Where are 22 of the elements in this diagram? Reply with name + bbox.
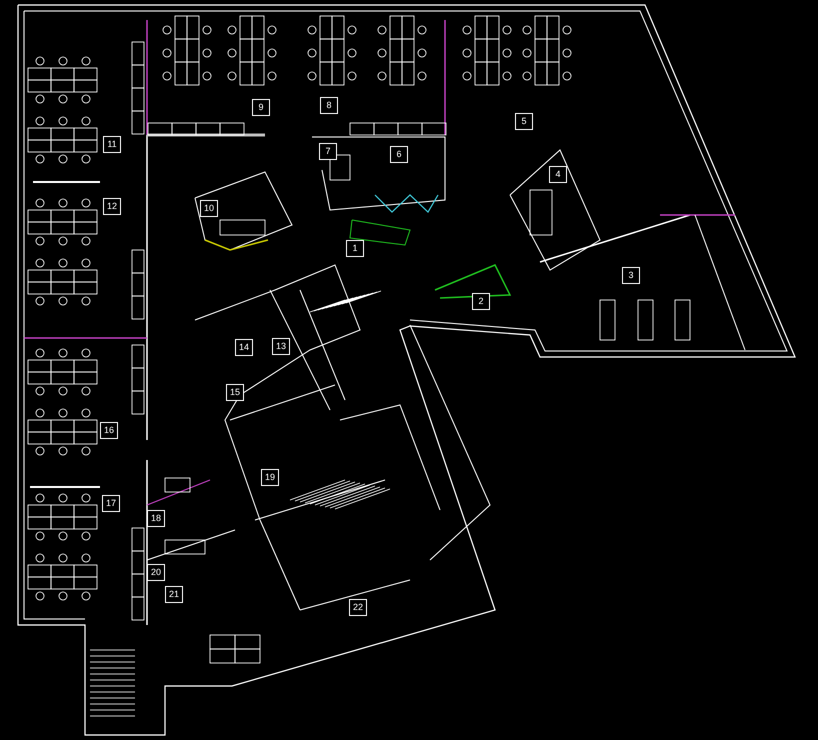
callout-number: 6 bbox=[390, 146, 408, 162]
callout-number: 16 bbox=[100, 422, 118, 438]
callout-number: 18 bbox=[147, 510, 165, 526]
callout-number: 15 bbox=[226, 384, 244, 400]
callout-number: 4 bbox=[549, 166, 567, 182]
callout-number: 7 bbox=[319, 142, 337, 160]
callout-number: 19 bbox=[261, 468, 279, 486]
callout-number: 17 bbox=[102, 494, 120, 512]
callout-number: 5 bbox=[515, 112, 533, 130]
callout-number: 14 bbox=[235, 338, 253, 356]
callout-number: 9 bbox=[252, 98, 270, 116]
callout-number: 2 bbox=[472, 292, 490, 310]
callout-number: 11 bbox=[103, 136, 121, 152]
callout-number: 3 bbox=[622, 266, 640, 284]
callout-number: 12 bbox=[103, 198, 121, 214]
callout-number: 10 bbox=[200, 200, 218, 216]
callout-number: 22 bbox=[349, 598, 367, 616]
callout-number: 8 bbox=[320, 96, 338, 114]
callout-number: 13 bbox=[272, 338, 290, 354]
callout-number: 1 bbox=[346, 240, 364, 256]
callout-number: 20 bbox=[147, 564, 165, 580]
callout-number: 21 bbox=[165, 586, 183, 602]
